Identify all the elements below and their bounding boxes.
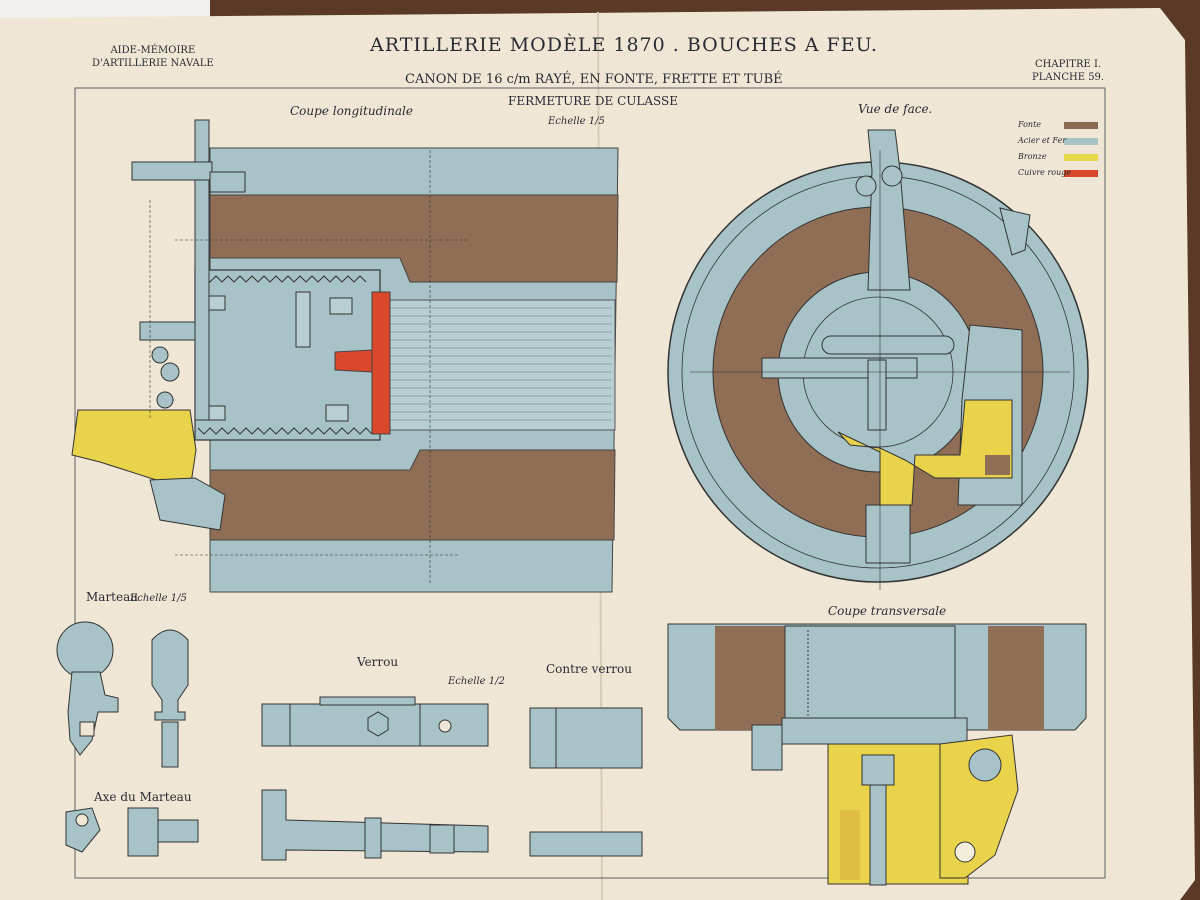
view-label-transverse: Coupe transversale <box>828 604 947 618</box>
marteau-scale-label: Echelle 1/5 <box>130 593 187 604</box>
legend-label-fonte: Fonte <box>1018 120 1042 129</box>
view-label-verrou: Verrou <box>357 655 399 669</box>
verrou-views <box>261 696 643 861</box>
plate-title: ARTILLERIE MODÈLE 1870 . BOUCHES A FEU. <box>370 34 878 56</box>
header-right: CHAPITRE I. PLANCHE 59. <box>1032 58 1104 84</box>
marteau-views <box>56 621 199 857</box>
legend-label-cuivre: Cuivre rouge <box>1018 168 1072 177</box>
legend-swatch-fonte <box>1064 122 1098 129</box>
legend-label-bronze: Bronze <box>1018 152 1047 161</box>
copper-ring <box>371 291 391 435</box>
plate-number-label: PLANCHE 59. <box>1032 72 1105 83</box>
artillerie-navale-label: D'ARTILLERIE NAVALE <box>92 58 214 69</box>
legend-label-acier: Acier et Fer <box>1018 136 1067 145</box>
view-label-marteau: Marteau <box>86 590 138 604</box>
legend-swatch-acier <box>1064 138 1098 145</box>
aide-memoire-label: AIDE-MÉMOIRE <box>110 45 196 56</box>
legend-swatch-bronze <box>1064 154 1098 161</box>
view-label-contre-verrou: Contre verrou <box>546 662 632 676</box>
legend-swatch-cuivre <box>1064 170 1098 177</box>
chapter-label: CHAPITRE I. <box>1035 59 1102 70</box>
verrou-scale-label: Echelle 1/2 <box>448 676 505 687</box>
scale-label: Echelle 1/5 <box>548 116 605 127</box>
front-view <box>667 129 1089 590</box>
view-label-front: Vue de face. <box>858 102 933 116</box>
header-left: AIDE-MÉMOIRE D'ARTILLERIE NAVALE <box>92 44 214 70</box>
view-label-axe-marteau: Axe du Marteau <box>94 790 192 804</box>
drawing-frame <box>74 87 1106 879</box>
color-legend <box>1064 122 1098 177</box>
longitudinal-section <box>71 119 619 593</box>
view-label-longitudinal: Coupe longitudinale <box>290 104 413 118</box>
breech-subtitle: FERMETURE DE CULASSE <box>508 94 679 108</box>
gun-subtitle: CANON DE 16 c/m RAYÉ, EN FONTE, FRETTE E… <box>405 72 783 87</box>
transverse-section <box>667 623 1087 886</box>
